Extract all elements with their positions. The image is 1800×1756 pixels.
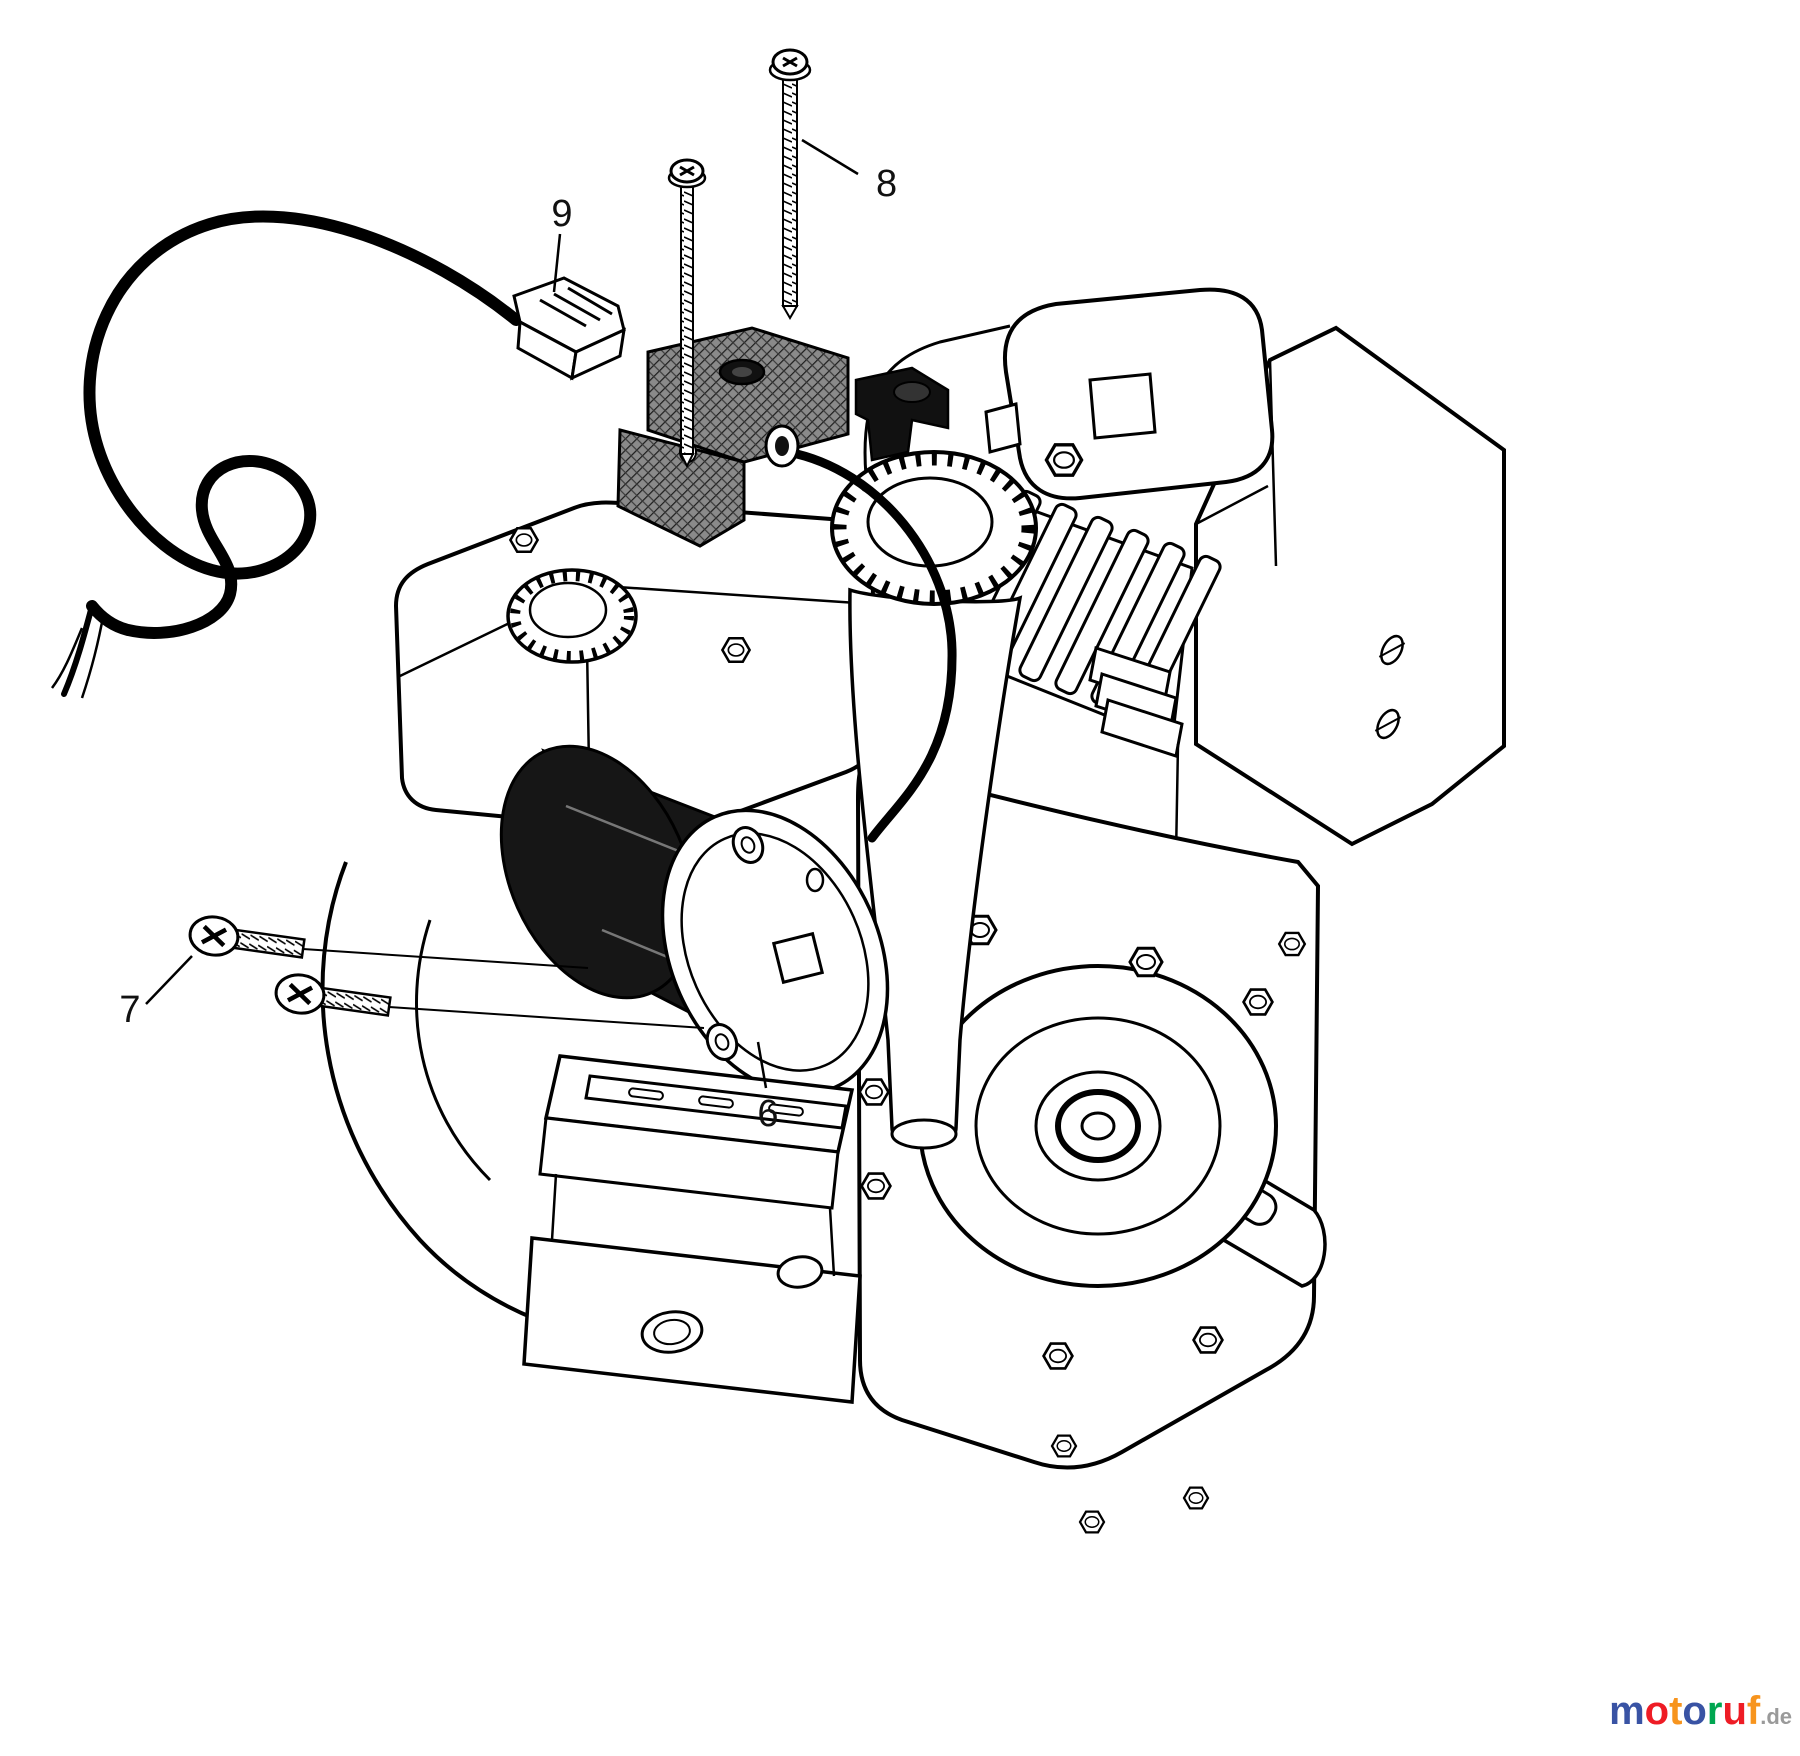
logo-letter: o <box>1645 1689 1669 1733</box>
bolt-short-drawing <box>667 158 707 469</box>
wire-exit-port <box>764 424 800 468</box>
switch-block-drawing <box>616 326 950 548</box>
small-filler-cap-drawing <box>506 568 638 664</box>
case-stud <box>1050 1434 1078 1458</box>
case-stud <box>1078 1510 1106 1534</box>
callout-9-label: 9 <box>551 193 572 235</box>
logo-letter: m <box>1609 1689 1645 1733</box>
logo-letter: f <box>1747 1689 1761 1733</box>
logo-letter: t <box>1669 1689 1682 1733</box>
callout-6-label: 6 <box>757 1093 778 1135</box>
starter-motor-drawing <box>499 744 890 1096</box>
bracket-hole <box>640 1310 704 1354</box>
case-hex-bolt <box>1192 1326 1224 1354</box>
case-hex-bolt <box>1277 931 1307 957</box>
power-cord-drawing <box>50 210 522 699</box>
case-hex-bolt <box>858 1078 890 1106</box>
case-hex-bolt <box>1128 946 1164 978</box>
case-stud <box>1182 1486 1210 1510</box>
starter-ear-tab <box>731 826 765 864</box>
large-filler-cap-drawing <box>830 450 1038 606</box>
logo-letter: u <box>1722 1689 1746 1733</box>
starter-ear-tab <box>705 1023 739 1061</box>
engine-top-cover-drawing <box>863 287 1275 501</box>
case-hex-bolt <box>1042 1342 1074 1370</box>
logo-letter: o <box>1682 1689 1706 1733</box>
bolt-8-drawing <box>768 48 812 320</box>
mounting-bracket-drawing <box>522 1054 862 1404</box>
callout-7-label: 7 <box>119 989 140 1031</box>
case-hex-bolt <box>1242 988 1274 1016</box>
bracket-hole <box>776 1255 824 1289</box>
tank-hex-bolt <box>509 526 539 554</box>
oil-funnel-drawing <box>830 450 1038 1150</box>
crankcase-boss-drawing <box>918 964 1278 1288</box>
rear-bracket-panel-drawing <box>1194 325 1506 847</box>
power-plug-drawing <box>512 276 626 381</box>
tank-hex-bolt <box>721 636 751 664</box>
ignition-wire-drawing <box>783 447 957 843</box>
logo-letter: r <box>1707 1689 1723 1733</box>
case-hex-bolt <box>860 1172 892 1200</box>
panel-slot-hole <box>1374 708 1402 740</box>
panel-slot-hole <box>1378 634 1406 666</box>
crankcase-drawing <box>855 761 1327 1534</box>
callout-8-label: 8 <box>876 163 897 205</box>
logo-suffix: .de <box>1760 1704 1792 1729</box>
fuel-tank-drawing <box>393 500 879 834</box>
elbow-fitting-drawing <box>854 366 950 462</box>
motoruf-logo: motoruf.de <box>1609 1689 1792 1733</box>
screw-7-drawing <box>188 914 705 1029</box>
cover-hex-bolt <box>1044 443 1084 477</box>
callout-leaders <box>145 138 859 1089</box>
